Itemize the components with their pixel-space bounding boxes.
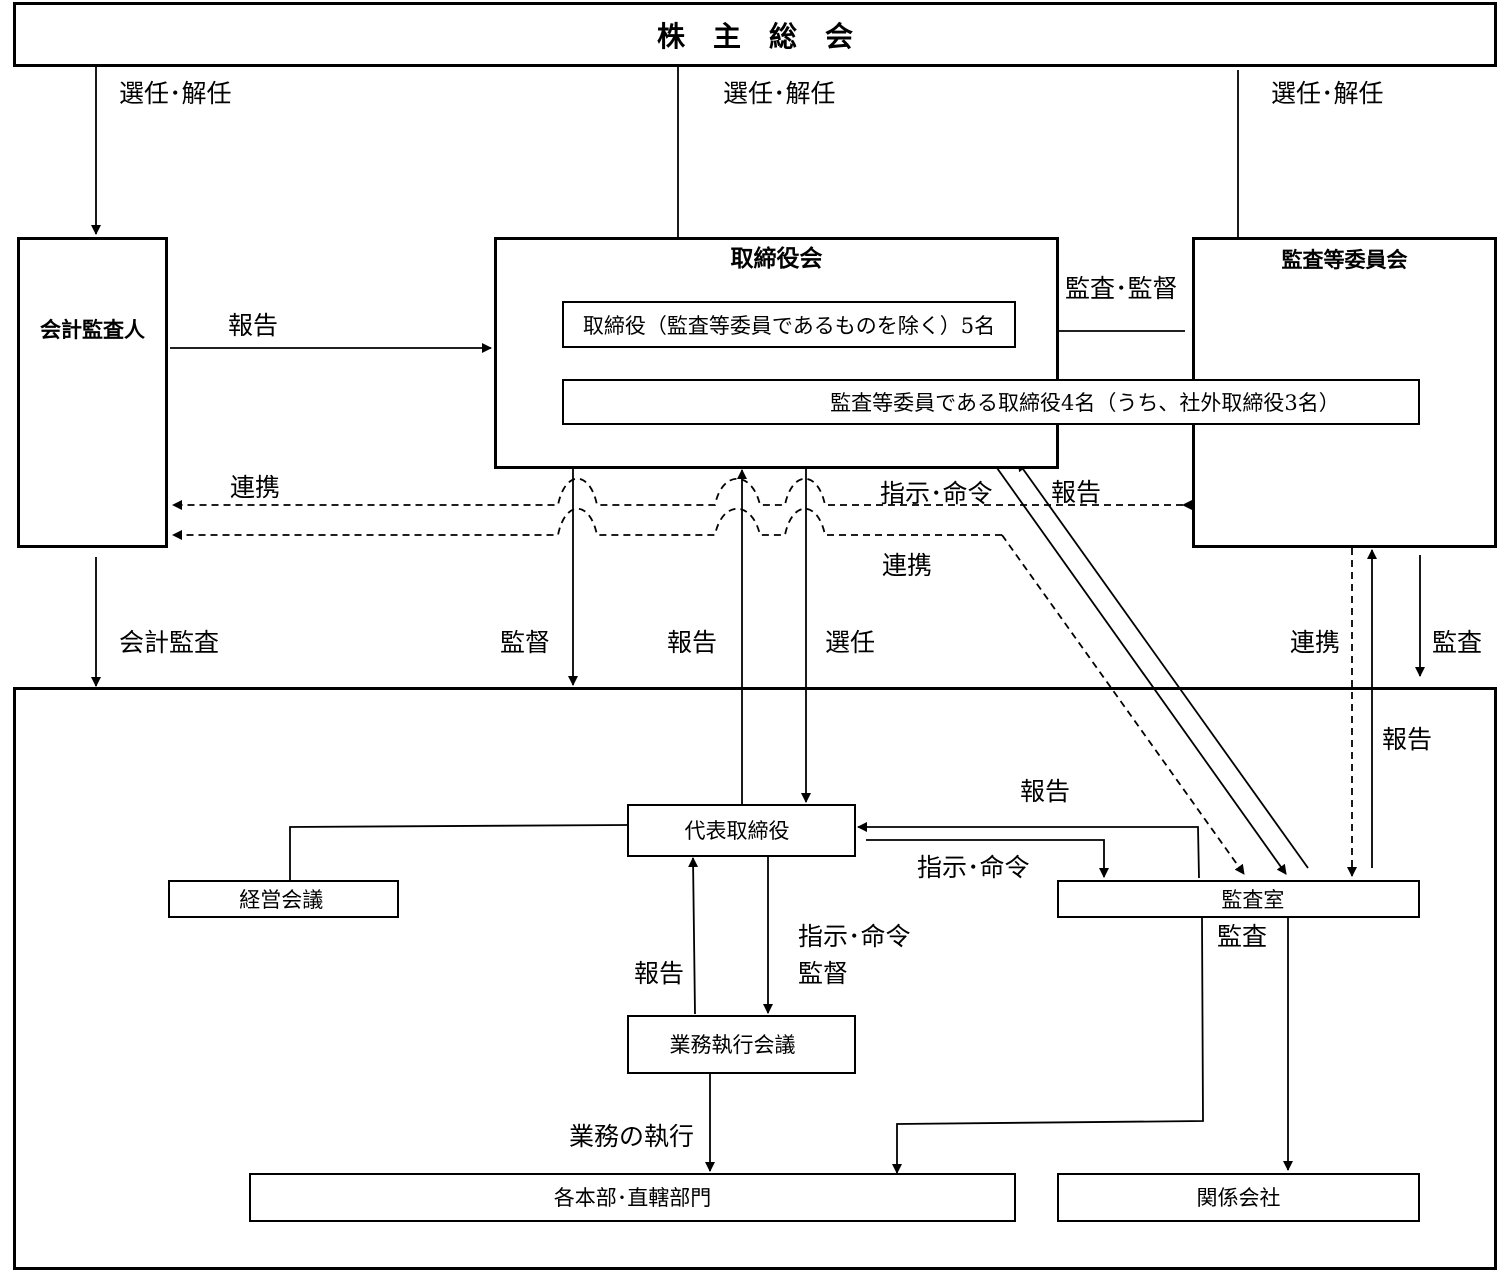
- ceo-label: 代表取締役: [684, 819, 790, 843]
- arrow-ceo-instruct-office: [866, 839, 1109, 878]
- directors-box: 取締役（監査等委員であるものを除く）5名: [562, 301, 1016, 348]
- label-execution: 業務の執行: [569, 1122, 695, 1151]
- arrow-board-instruct-office: [996, 467, 1287, 875]
- board-label: 取締役会: [730, 246, 823, 272]
- organization-box: [13, 687, 1497, 1270]
- affiliates-box: 関係会社: [1057, 1173, 1420, 1222]
- line-ceo-management: [289, 824, 628, 880]
- accounting-auditor-box: 会計監査人: [17, 237, 168, 548]
- label-accounting-audit: 会計監査: [119, 628, 220, 657]
- label-instruct-exec: 指示･命令: [798, 922, 911, 951]
- audit-members-label: 監査等委員である取締役4名（うち、社外取締役3名）: [830, 391, 1340, 415]
- management-meeting-label: 経営会議: [239, 888, 324, 912]
- dashed-coop-upper: [172, 477, 1192, 510]
- dashed-coop-office: [1001, 534, 1245, 875]
- arrow-office-report-board: [1017, 461, 1309, 869]
- audit-office-box: 監査室: [1057, 880, 1420, 918]
- arrow-office-report-ceo: [857, 822, 1200, 879]
- label-instruct-office: 指示･命令: [917, 853, 1030, 882]
- label-coop-committee: 連携: [1290, 628, 1341, 657]
- label-supervise-exec: 監督: [798, 959, 849, 988]
- label-audit-supervise: 監査･監督: [1065, 274, 1178, 303]
- arrow-exec-report-ceo: [688, 857, 699, 1015]
- label-appoint-dismiss-auditor: 選任･解任: [119, 79, 232, 108]
- affiliates-label: 関係会社: [1196, 1186, 1281, 1210]
- label-office-audit: 監査: [1217, 922, 1268, 951]
- label-report-auditor: 報告: [228, 311, 279, 340]
- label-supervise: 監督: [500, 628, 551, 657]
- shareholders-meeting-box: 株 主 総 会: [13, 2, 1497, 67]
- label-report-board: 報告: [667, 628, 718, 657]
- shareholders-meeting-label: 株 主 総 会: [656, 20, 854, 53]
- arrow-office-audit-divisions: [892, 917, 1204, 1174]
- divisions-label: 各本部･直轄部門: [553, 1186, 712, 1210]
- ceo-box: 代表取締役: [627, 804, 856, 857]
- divisions-box: 各本部･直轄部門: [249, 1173, 1016, 1222]
- exec-meeting-label: 業務執行会議: [669, 1033, 796, 1057]
- audit-committee-label: 監査等委員会: [1281, 248, 1408, 272]
- audit-office-label: 監査室: [1221, 888, 1285, 912]
- label-committee-audit: 監査: [1432, 628, 1483, 657]
- label-report-exec: 報告: [634, 959, 685, 988]
- label-appoint: 選任: [825, 628, 876, 657]
- label-report-office-committee: 報告: [1382, 725, 1433, 754]
- accounting-auditor-label: 会計監査人: [40, 318, 145, 342]
- audit-members-box: 監査等委員である取締役4名（うち、社外取締役3名）: [562, 379, 1420, 425]
- exec-meeting-box: 業務執行会議: [627, 1015, 856, 1074]
- label-report-committee: 報告: [1051, 478, 1102, 507]
- label-coop-lower: 連携: [882, 551, 933, 580]
- directors-label: 取締役（監査等委員であるものを除く）5名: [582, 314, 996, 338]
- label-instruct-board: 指示･命令: [880, 479, 993, 508]
- dashed-coop-lower: [172, 507, 1002, 540]
- label-appoint-dismiss-committee: 選任･解任: [1271, 79, 1384, 108]
- label-appoint-dismiss-board: 選任･解任: [723, 79, 836, 108]
- label-report-office: 報告: [1020, 777, 1071, 806]
- board-box: 取締役会: [494, 237, 1059, 469]
- management-meeting-box: 経営会議: [168, 880, 399, 918]
- label-coop-auditor: 連携: [230, 473, 281, 502]
